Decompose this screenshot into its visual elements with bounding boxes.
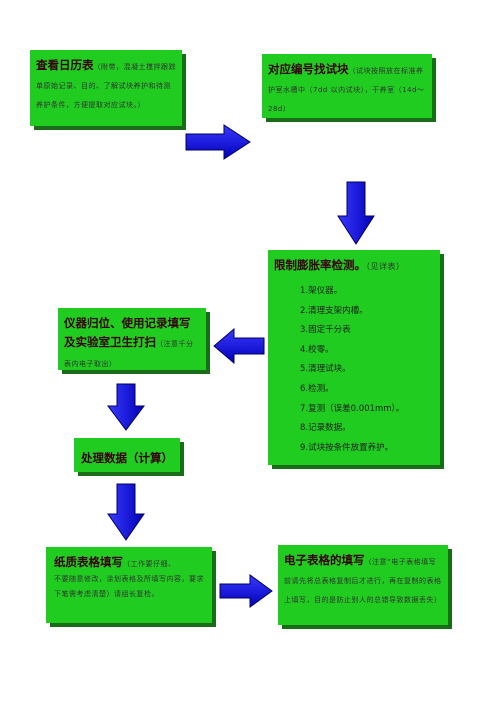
step-expansion-test-note: （见详表）	[366, 262, 405, 271]
expansion-test-steps: 1.架仪器。 2.清理支架内槽。 3.固定千分表 4.校零。 5.清理试块。 6…	[274, 282, 434, 458]
expansion-step: 3.固定千分表	[300, 325, 351, 336]
expansion-step: 1.架仪器。	[300, 286, 343, 296]
step-electronic-form-title: 电子表格的填写	[284, 553, 365, 567]
step-check-calendar-note: （附带，混凝土搅拌跟踪单原始记录、目的、了解试块养护和待测养护条件，方便提取对应…	[36, 63, 176, 109]
arrow-down-icon	[107, 483, 145, 541]
step-paper-form: 纸质表格填写（工作要仔细、 不要随意修改，涂划表格及所填写内容，要求下笔需考虑清…	[46, 547, 212, 623]
arrow-right-icon	[219, 574, 273, 608]
step-paper-form-note-1: （工作要仔细、	[123, 560, 176, 568]
arrow-right-icon	[185, 124, 251, 160]
step-process-data: 处理数据（计算）	[74, 438, 180, 472]
step-expansion-test-title: 限制膨胀率检测。	[274, 258, 366, 272]
expansion-step: 7.复测（误差0.001mm）。	[300, 403, 405, 414]
step-instrument-reset-note: （注意千分表内电子取出）	[64, 340, 194, 368]
expansion-step: 2.清理支架内槽。	[300, 305, 368, 316]
step-paper-form-note-2: 不要随意修改，涂划表格及所填写内容，要求下笔需考虑清楚）请组长复检。	[54, 575, 204, 598]
step-check-calendar: 查看日历表（附带，混凝土搅拌跟踪单原始记录、目的、了解试块养护和待测养护条件，方…	[30, 50, 182, 126]
expansion-step: 8.记录数据。	[300, 423, 351, 434]
step-instrument-reset: 仪器归位、使用记录填写及实验室卫生打扫（注意千分表内电子取出）	[58, 308, 206, 370]
expansion-step: 4.校零。	[300, 344, 334, 355]
arrow-down-icon	[337, 181, 375, 245]
step-paper-form-title: 纸质表格填写	[54, 555, 123, 569]
step-electronic-form-note: （注意“电子表格填写前请先将总表格复制后才进行，再在复制的表格上填写，目的是防止…	[284, 558, 442, 604]
step-find-specimen: 对应编号找试块（试块按照放在标准养护室水槽中（7dd 以内试块），干养室（14d…	[262, 54, 432, 118]
step-instrument-reset-title: 仪器归位、使用记录填写及实验室卫生打扫	[64, 316, 191, 349]
step-find-specimen-title: 对应编号找试块	[268, 62, 349, 76]
expansion-step: 5.清理试块。	[300, 364, 351, 375]
arrow-left-icon	[213, 328, 265, 364]
step-check-calendar-title: 查看日历表	[36, 58, 94, 72]
step-process-data-title: 处理数据（计算）	[81, 451, 173, 465]
arrow-down-icon	[107, 383, 145, 431]
step-electronic-form: 电子表格的填写（注意“电子表格填写前请先将总表格复制后才进行，再在复制的表格上填…	[278, 545, 448, 625]
expansion-step: 9.试块按条件放置养护。	[300, 442, 394, 453]
step-expansion-test: 限制膨胀率检测。（见详表） 1.架仪器。 2.清理支架内槽。 3.固定千分表 4…	[268, 250, 440, 465]
expansion-step: 6.检测。	[300, 383, 334, 394]
step-find-specimen-note: （试块按照放在标准养护室水槽中（7dd 以内试块），干养室（14d～28d）	[268, 67, 425, 113]
